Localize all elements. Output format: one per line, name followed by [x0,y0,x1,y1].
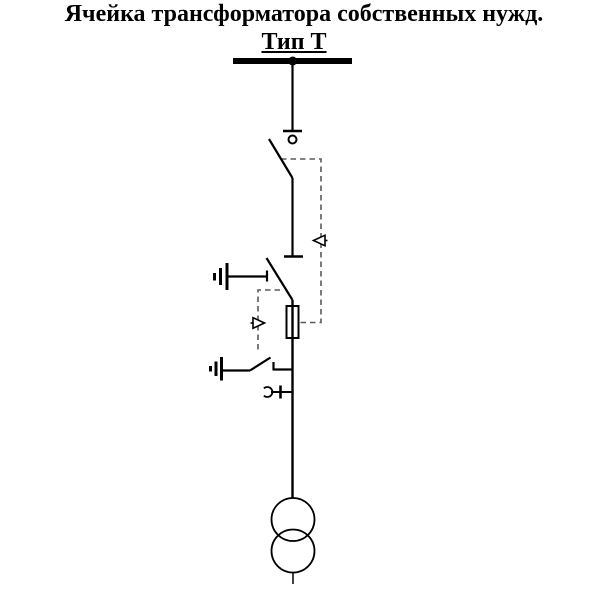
diagram-header: Ячейка трансформатора собственных нужд. … [0,1,600,56]
interlock-link-right [281,158,322,324]
interlock-arrow-right-icon [250,316,267,330]
disconnector-blade [268,138,294,179]
interlock-link-left [257,289,280,352]
cell-type-label: Тип Т [261,29,327,55]
busbar-disconnector [268,129,302,179]
secondary-winding-circle [270,528,316,574]
earthing-blade [249,356,272,372]
fixed-contact-circle [287,134,298,145]
earthing-switch-upper [213,263,269,290]
disconnector-blade [265,257,294,301]
fuse [285,305,300,339]
interlock-arrow-left-icon [311,233,328,248]
earth-electrode-icon [209,357,223,381]
page-title: Ячейка трансформатора собственных нужд. [64,1,544,27]
primary-winding-circle [270,497,316,542]
plug-connector [263,385,293,399]
earth-electrode-icon [213,263,229,290]
line-disconnector [265,255,303,301]
earthing-switch-lower [209,356,293,381]
auxiliary-transformer [270,497,316,584]
